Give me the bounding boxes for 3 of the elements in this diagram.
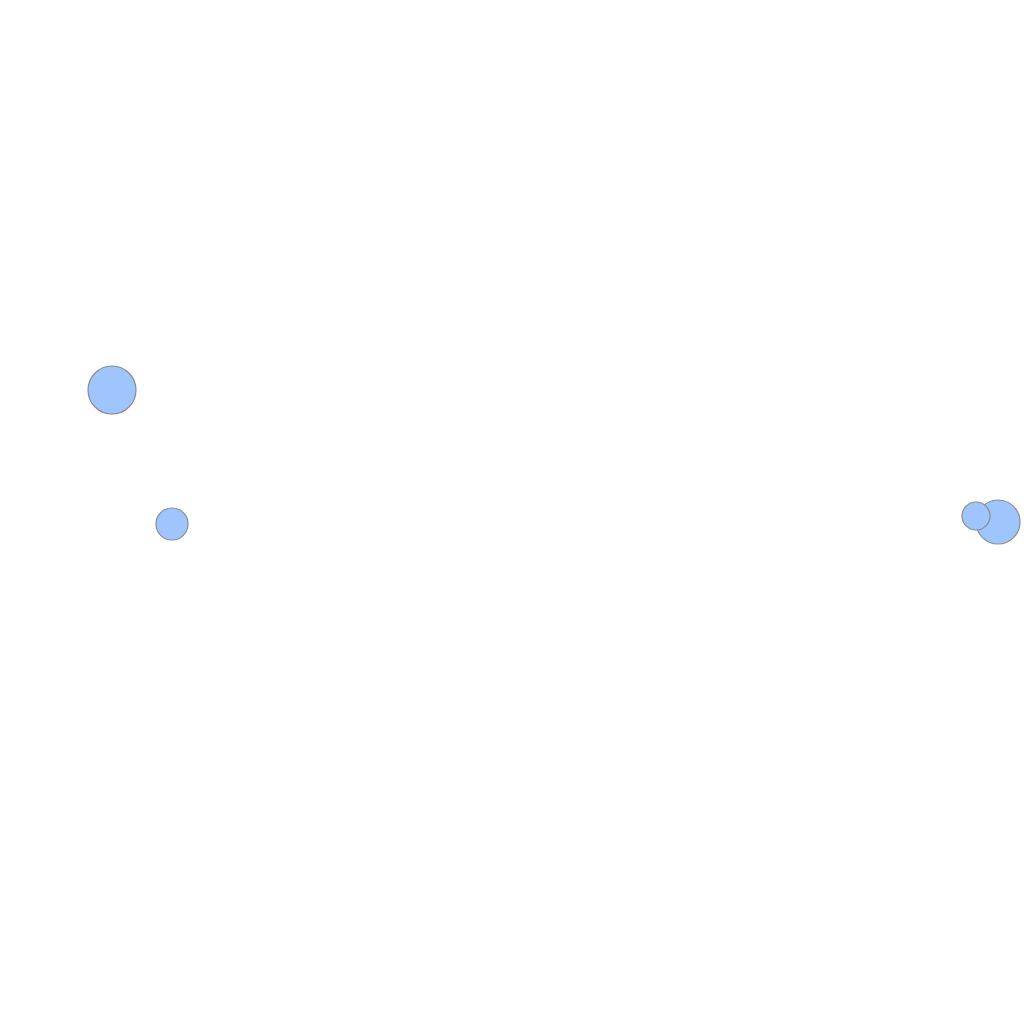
circle-marker: [155, 507, 189, 541]
circle-marker: [961, 501, 991, 531]
circle-marker: [87, 365, 137, 415]
